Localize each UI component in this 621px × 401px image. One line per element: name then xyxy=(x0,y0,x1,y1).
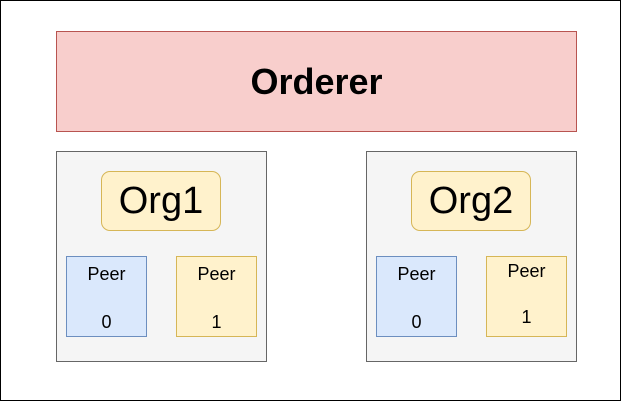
peer-number: 1 xyxy=(211,312,222,332)
org2-label: Org2 xyxy=(411,171,531,231)
peer-name: Peer xyxy=(397,264,436,284)
org1-peer1-node: Peer 1 xyxy=(176,256,257,337)
org2-container: Org2 Peer 0 Peer 1 xyxy=(366,151,577,362)
org2-peer0-node: Peer 0 xyxy=(376,256,457,337)
orderer-label: Orderer xyxy=(250,60,383,102)
peer-number: 1 xyxy=(521,307,532,327)
org1-label: Org1 xyxy=(101,171,221,231)
org1-peer0-node: Peer 0 xyxy=(66,256,147,337)
peer-number: 0 xyxy=(101,312,112,332)
peer-name: Peer xyxy=(507,261,546,281)
org2-peer1-node: Peer 1 xyxy=(486,256,567,337)
peer-name: Peer xyxy=(87,264,126,284)
orderer-node: Orderer xyxy=(56,31,577,132)
org1-container: Org1 Peer 0 Peer 1 xyxy=(56,151,267,362)
peer-name: Peer xyxy=(197,264,236,284)
peer-number: 0 xyxy=(411,312,422,332)
